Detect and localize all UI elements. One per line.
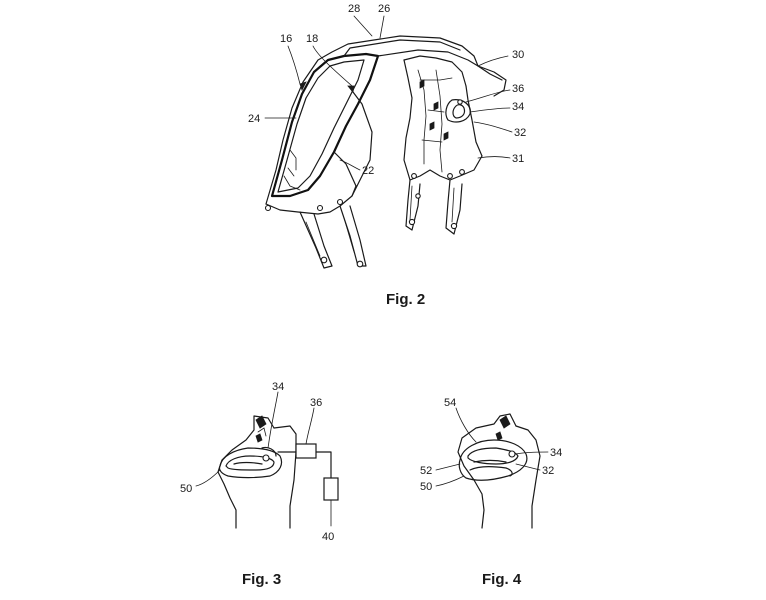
- ref-34: 34: [512, 101, 524, 113]
- left-leg: [299, 205, 367, 269]
- ref-36: 36: [512, 83, 524, 95]
- left-pillar-assembly: [264, 35, 479, 215]
- fig3-ref-34: 34: [272, 381, 284, 393]
- fig3-ref-40: 40: [322, 531, 334, 543]
- ref-30: 30: [512, 49, 524, 61]
- fig4-ref-52: 52: [420, 465, 432, 477]
- fig3-ref-50: 50: [180, 483, 192, 495]
- fig4-ref-32: 32: [542, 465, 554, 477]
- fig2-caption: Fig. 2: [386, 291, 425, 308]
- ref-18: 18: [306, 33, 318, 45]
- fig4-caption: Fig. 4: [482, 571, 522, 588]
- roof-header: [343, 39, 507, 97]
- ref-28: 28: [348, 3, 360, 15]
- figure-4: 54 34 52 32 50 Fig. 4: [420, 397, 562, 588]
- fig2-reference-numerals: 28 26 16 18 30 36 34 24 32 31 22: [248, 3, 526, 177]
- right-pillar-assembly: [403, 55, 483, 181]
- figure-3: 34 36 50 40 Fig. 3: [180, 381, 339, 588]
- figure-2: 28 26 16 18 30 36 34 24 32 31 22 Fig. 2: [248, 3, 526, 308]
- sensor-box: [323, 477, 339, 501]
- ref-22: 22: [362, 165, 374, 177]
- fig4-ref-34: 34: [550, 447, 562, 459]
- ref-16: 16: [280, 33, 292, 45]
- right-legs: [405, 179, 463, 235]
- fig3-caption: Fig. 3: [242, 571, 281, 588]
- fig2-leader-lines: [264, 15, 513, 171]
- ref-26: 26: [378, 3, 390, 15]
- control-unit-box: [295, 443, 317, 459]
- ref-24: 24: [248, 113, 260, 125]
- fig3-ref-36: 36: [310, 397, 322, 409]
- fig4-ref-54: 54: [444, 397, 456, 409]
- fig4-ref-50: 50: [420, 481, 432, 493]
- ref-32: 32: [514, 127, 526, 139]
- ref-31: 31: [512, 153, 524, 165]
